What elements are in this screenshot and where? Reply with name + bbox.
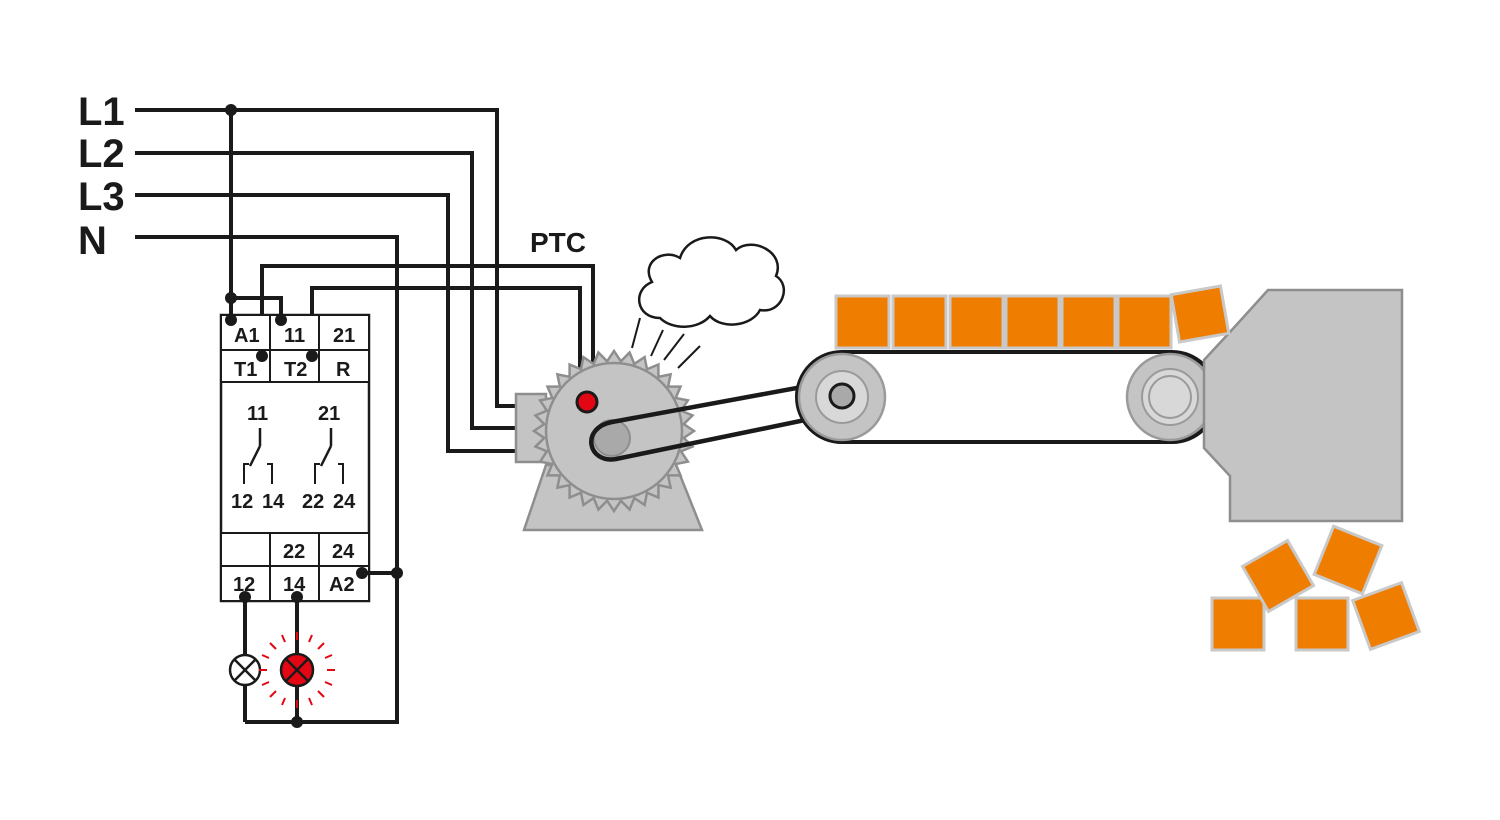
terminal-dot-12 [239, 591, 251, 603]
line-label-l3: L3 [78, 175, 125, 219]
crate [834, 294, 891, 350]
terminal-dot-14 [291, 591, 303, 603]
wire-l2 [135, 151, 520, 430]
overheat-cloud-icon [631, 236, 786, 369]
contact-label-21: 21 [318, 403, 340, 425]
contact-label-22: 22 [302, 491, 324, 513]
terminal-second-2: T2 [284, 359, 307, 381]
terminal-bottom-2: 14 [283, 574, 306, 596]
crate [891, 294, 948, 350]
terminal-top-1: A1 [234, 325, 260, 347]
terminal-lower-3: 24 [332, 541, 355, 563]
crate [1312, 524, 1384, 596]
junction-a1 [225, 292, 237, 304]
terminal-dot-a2 [356, 567, 368, 579]
wire-l1 [135, 108, 520, 408]
terminal-second-1: T1 [234, 359, 257, 381]
terminal-top-3: 21 [333, 325, 355, 347]
ptc-sensor-dot [575, 390, 599, 414]
terminal-bottom-3: A2 [329, 574, 355, 596]
line-label-n: N [78, 219, 107, 263]
junction-lamp-return [291, 716, 303, 728]
hopper-icon [1202, 288, 1404, 523]
terminal-dot-a1 [225, 314, 237, 326]
crate [1004, 294, 1061, 350]
terminal-top-2: 11 [284, 325, 305, 347]
terminal-dot-11 [275, 314, 287, 326]
line-label-l1: L1 [78, 90, 125, 134]
wire-ptc-t1 [260, 264, 595, 400]
crate [1294, 596, 1350, 652]
line-label-l2: L2 [78, 132, 125, 176]
motor-icon [514, 348, 704, 532]
wire-l3 [135, 193, 520, 453]
contact-label-11: 11 [247, 403, 268, 425]
contact-label-24: 24 [333, 491, 356, 513]
contact-label-14: 14 [262, 491, 285, 513]
changeover-contact-2 [314, 428, 344, 484]
crate [1060, 294, 1117, 350]
terminal-bottom-1: 12 [233, 574, 255, 596]
crate [1169, 284, 1231, 344]
crate [1210, 596, 1266, 652]
crates-fallen [1210, 524, 1422, 652]
changeover-contact-1 [243, 428, 273, 484]
lamp-off-icon [228, 653, 262, 687]
crate [1350, 580, 1422, 652]
crate [948, 294, 1005, 350]
terminal-lower-2: 22 [283, 541, 305, 563]
conveyor-icon [795, 350, 1219, 444]
wire-n [135, 235, 399, 724]
ptc-label: PTC [530, 227, 586, 258]
terminal-second-3: R [336, 359, 351, 381]
crate [1240, 538, 1316, 614]
junction-n [391, 567, 403, 579]
terminal-dot-t2 [306, 350, 318, 362]
terminal-dot-t1 [256, 350, 268, 362]
ptc-relay-module: A1 11 21 T1 T2 R 11 21 12 14 22 24 22 24… [219, 313, 371, 603]
contact-label-12: 12 [231, 491, 253, 513]
wire-11-bridge [231, 296, 283, 318]
junction-l1 [225, 104, 237, 116]
lamp-alarm-icon [259, 632, 335, 708]
crate [1116, 294, 1173, 350]
crates-on-belt [834, 284, 1231, 350]
